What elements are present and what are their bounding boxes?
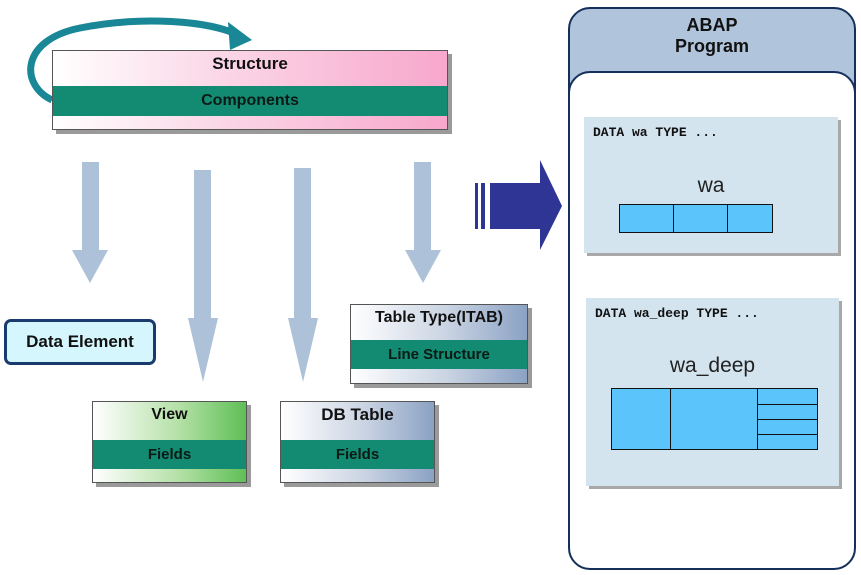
- deep-declaration-code: DATA wa_deep TYPE ...: [595, 306, 759, 321]
- db-table-title: DB Table: [321, 405, 394, 424]
- arrow-to-view-icon: [188, 170, 218, 382]
- deep-field-cell: [670, 388, 758, 450]
- flat-field-cell: [673, 204, 728, 233]
- deep-field-cell: [611, 388, 671, 450]
- table-type-box: Table Type(ITAB) Line Structure: [350, 304, 528, 384]
- structure-box: Structure Components: [52, 50, 448, 130]
- structure-components-band: Components: [53, 86, 447, 116]
- view-box: View Fields: [92, 401, 247, 483]
- view-fields-band: Fields: [93, 440, 246, 469]
- arrow-to-data-element-icon: [72, 162, 108, 283]
- abap-program-title-line2: Program: [674, 36, 750, 56]
- arrow-to-table-type-icon: [405, 162, 441, 283]
- abap-program-title: ABAP Program: [570, 15, 854, 57]
- deep-table-row-cell: [757, 388, 818, 405]
- down-arrows: [72, 162, 441, 382]
- flat-field-cell: [619, 204, 674, 233]
- big-right-arrow-icon: [475, 160, 562, 250]
- deep-table-row-cell: [757, 404, 818, 420]
- flat-workarea-panel: DATA wa TYPE ... wa: [584, 117, 838, 253]
- deep-table-row-cell: [757, 419, 818, 435]
- deep-variable-label: wa_deep: [669, 354, 756, 377]
- deep-workarea-panel: DATA wa_deep TYPE ... wa_deep: [586, 298, 839, 486]
- deep-table-row-cell: [757, 434, 818, 450]
- db-table-box: DB Table Fields: [280, 401, 435, 483]
- structure-title: Structure: [212, 54, 288, 73]
- table-type-title: Table Type(ITAB): [375, 309, 503, 326]
- arrow-to-db-table-icon: [288, 168, 318, 382]
- flat-field-cell: [727, 204, 773, 233]
- flat-declaration-code: DATA wa TYPE ...: [593, 125, 718, 140]
- abap-program-title-line1: ABAP: [686, 15, 738, 35]
- db-table-fields-band: Fields: [281, 440, 434, 469]
- data-element-label: Data Element: [26, 332, 134, 351]
- data-element-box: Data Element: [4, 319, 156, 365]
- table-type-line-structure-band: Line Structure: [351, 340, 527, 369]
- flat-variable-label: wa: [697, 174, 725, 197]
- loop-arrow-icon: [27, 17, 252, 104]
- view-title: View: [151, 406, 188, 423]
